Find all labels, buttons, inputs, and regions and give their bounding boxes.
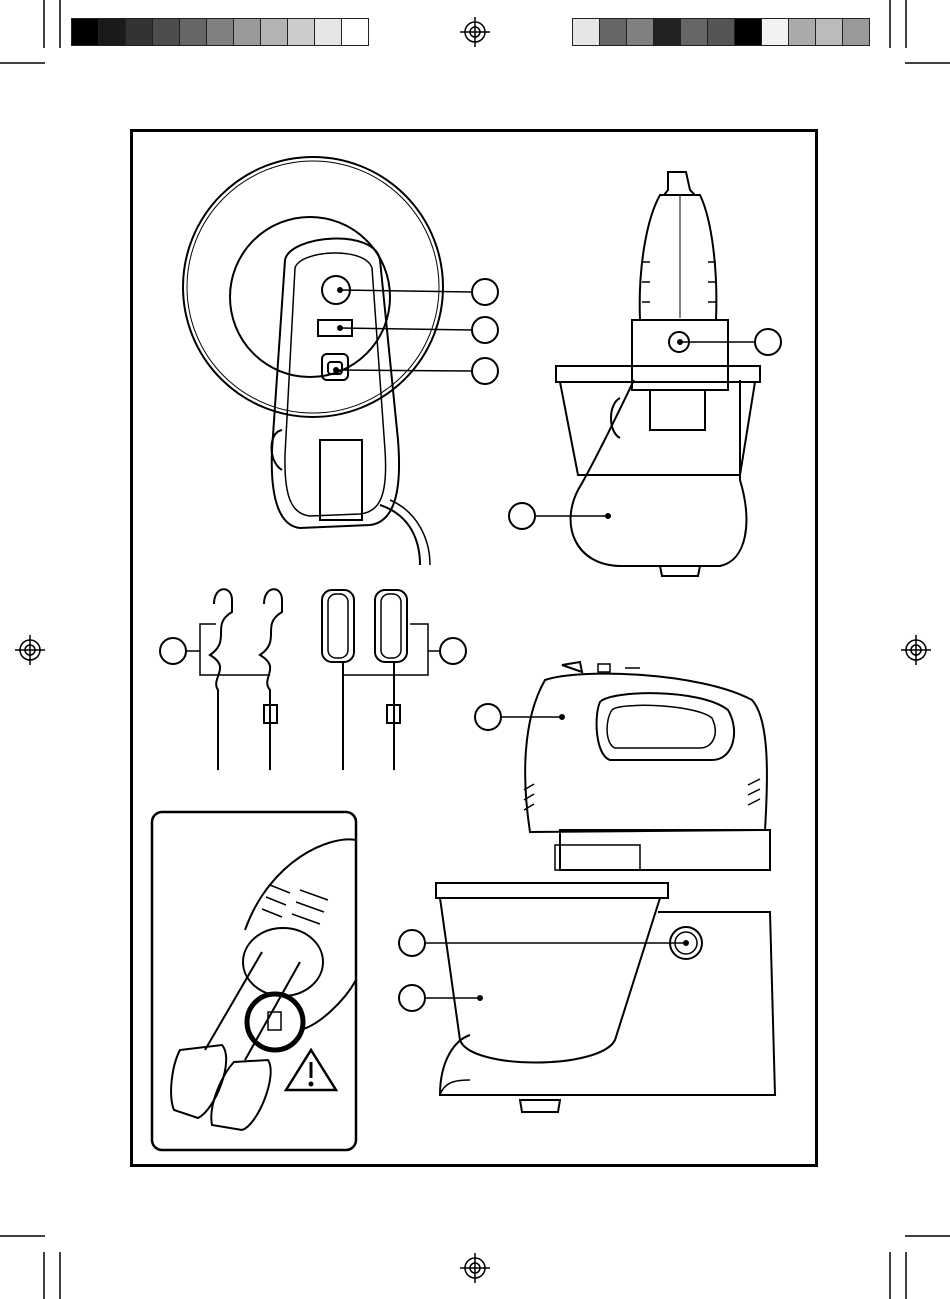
- beater-2: [375, 590, 407, 662]
- stand-foot: [520, 1100, 560, 1112]
- mixer-handle-grip: [320, 440, 362, 520]
- warning-triangle-icon: [286, 1050, 336, 1090]
- mount-latch: [650, 390, 705, 430]
- callout-bowl: [399, 985, 482, 1011]
- mixer-head: [525, 674, 767, 832]
- dough-hook-1: [210, 589, 232, 770]
- registration-mark-top: [460, 17, 490, 47]
- mixer-cord-guard: [664, 172, 695, 195]
- registration-mark-left: [15, 635, 45, 665]
- callout-beaters: [440, 638, 466, 664]
- callout-stand-body: [509, 503, 610, 529]
- bowl-side: [560, 382, 755, 475]
- callout-dough-hooks: [160, 638, 186, 664]
- inset-frame: [152, 812, 356, 1150]
- inset-beater-1: [171, 1045, 226, 1118]
- callout-bowl-button: [399, 930, 688, 956]
- callout-speed-switch: [338, 317, 498, 343]
- mixer-backplate: [183, 157, 443, 417]
- stand-arm: [560, 830, 770, 870]
- mixer-attachment-block: [632, 320, 728, 390]
- inset-mixer-underside: [243, 928, 323, 996]
- accessories-illustration: [186, 589, 440, 770]
- power-cord: [380, 505, 420, 565]
- stand-body-side: [571, 380, 747, 566]
- bowl-rim-side: [556, 366, 760, 382]
- highlight-circle: [247, 994, 303, 1050]
- inset-panel: [152, 812, 356, 1150]
- registration-mark-bottom: [460, 1253, 490, 1283]
- beater-1: [322, 590, 354, 662]
- mixer-top-body: [640, 195, 717, 320]
- callouts: [160, 279, 781, 1011]
- side-button: [272, 430, 283, 470]
- bowl-rim: [436, 883, 668, 898]
- mixing-bowl: [440, 898, 660, 1063]
- stand-base: [440, 912, 775, 1095]
- callout-mixer-head: [475, 704, 564, 730]
- callout-speed-dial: [338, 279, 498, 305]
- callout-stand-release: [678, 329, 781, 355]
- hand-mixer-illustration: [183, 157, 443, 565]
- eject-lever: [562, 662, 582, 672]
- dough-hook-2: [260, 589, 282, 770]
- registration-mark-right: [901, 635, 931, 665]
- stand-foot-side: [660, 566, 700, 576]
- mixer-handle-opening: [597, 693, 735, 760]
- inset-mixer-body: [245, 839, 356, 1030]
- inset-beater-2: [211, 1060, 270, 1130]
- callout-eject-button: [334, 358, 498, 384]
